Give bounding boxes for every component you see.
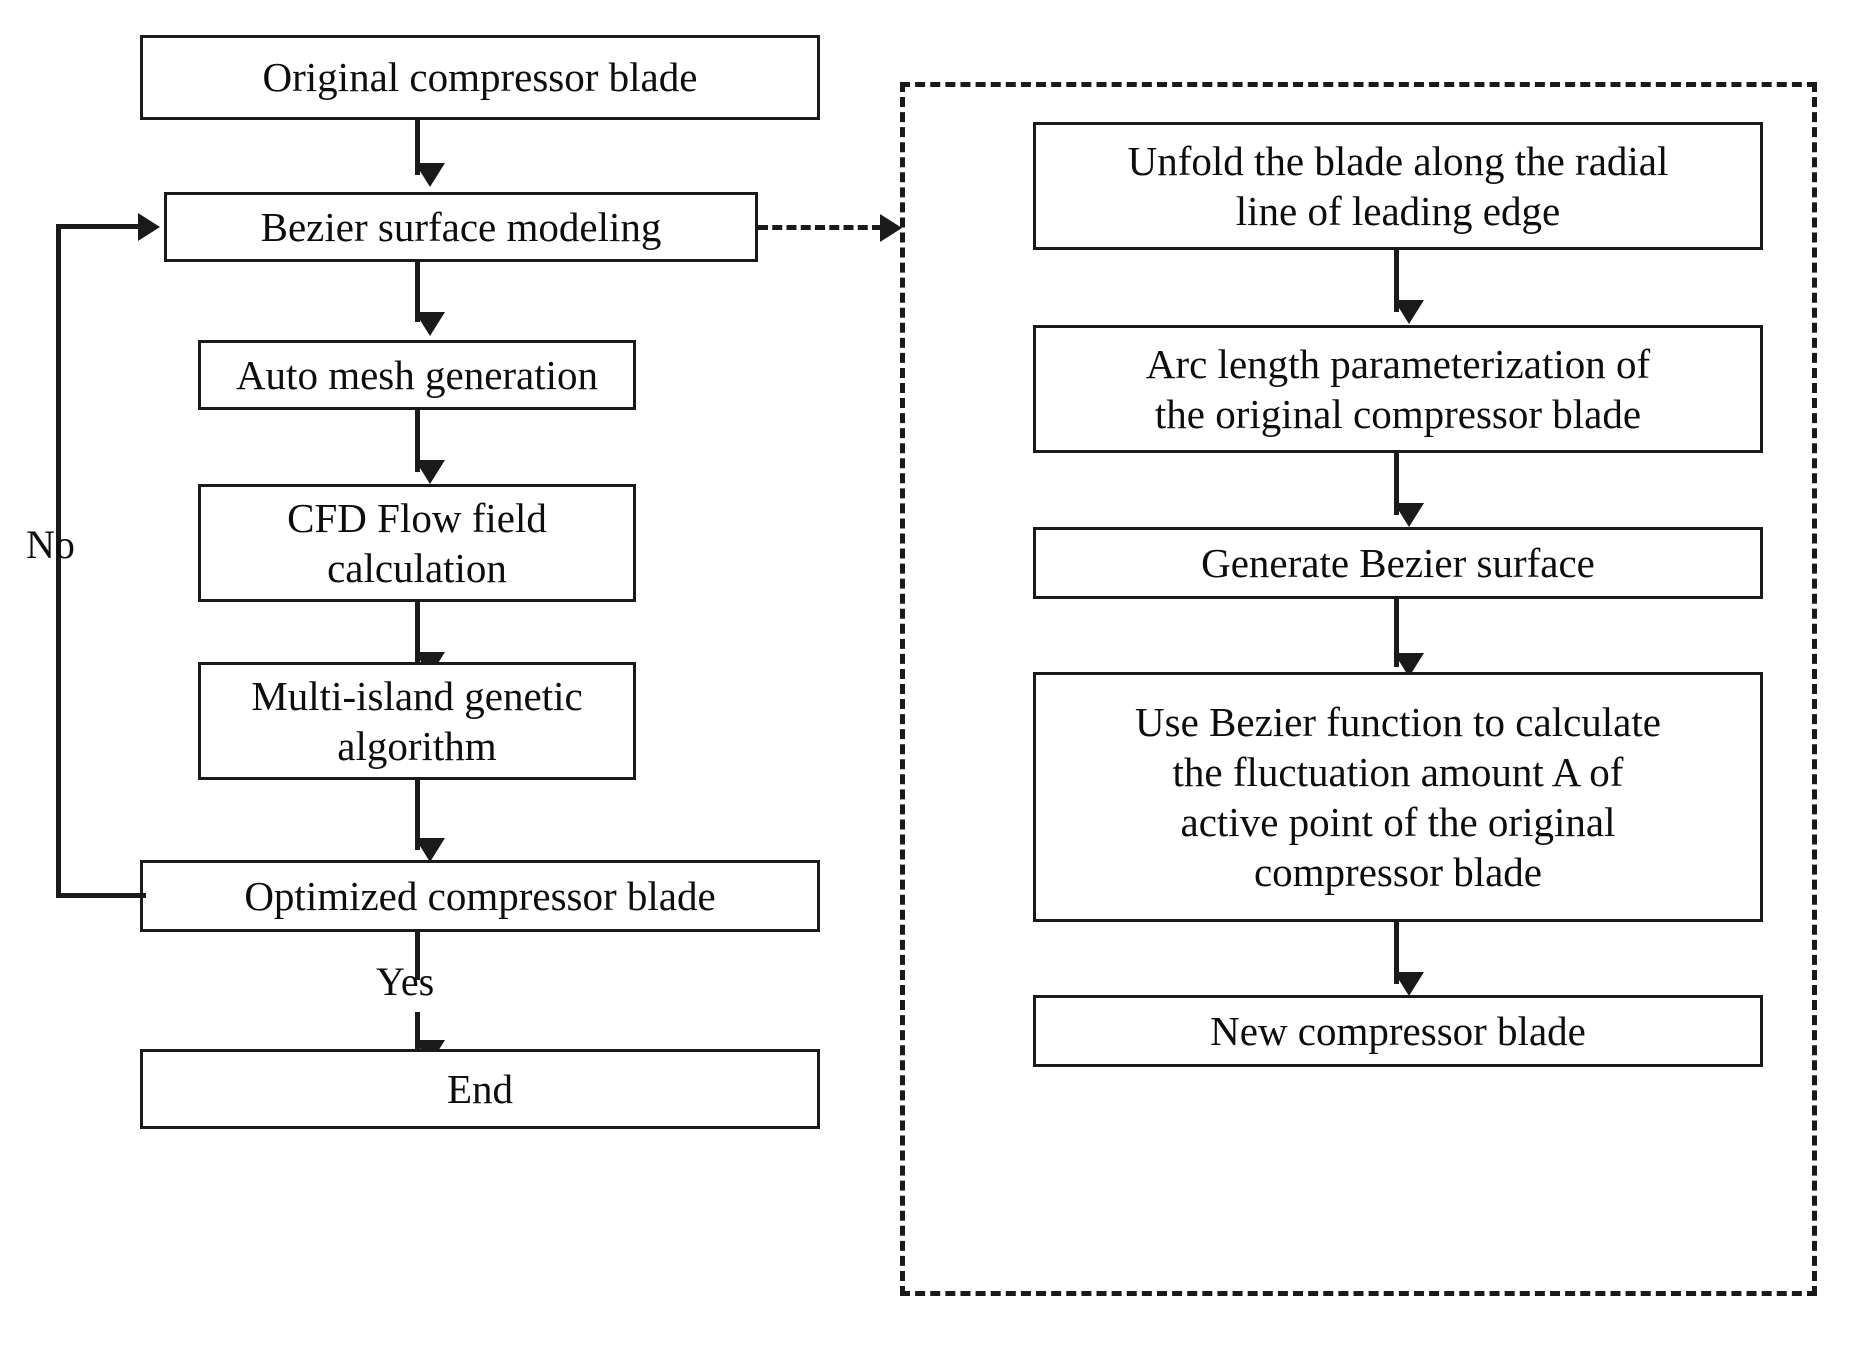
feedback-no-horizontal-top [56, 224, 144, 229]
connector-yes-to-end [415, 1012, 420, 1052]
node-end: End [140, 1049, 820, 1129]
connector-original-to-bezier [415, 120, 420, 175]
connector-usebezier-to-newblade [1394, 922, 1399, 984]
edge-label-yes: Yes [376, 959, 435, 1004]
arrowhead-dashed-connector [880, 214, 902, 242]
connector-generate-to-usebezier [1394, 599, 1399, 667]
node-bezier-surface-modeling: Bezier surface modeling [164, 192, 758, 262]
connector-unfold-to-arclength [1394, 250, 1399, 312]
node-new-compressor-blade: New compressor blade [1033, 995, 1763, 1067]
connector-arclength-to-generate [1394, 453, 1399, 515]
arrowhead-genetic-to-optimized [415, 838, 445, 862]
bezier-surface-modeling-subprocess-group [900, 82, 1817, 1296]
node-generate-bezier-surface: Generate Bezier surface [1033, 527, 1763, 599]
feedback-no-horizontal-bottom [56, 893, 146, 898]
feedback-no-vertical [56, 224, 61, 897]
node-use-bezier-function: Use Bezier function to calculate the flu… [1033, 672, 1763, 922]
connector-cfd-to-genetic [415, 602, 420, 664]
node-original-compressor-blade: Original compressor blade [140, 35, 820, 120]
edge-label-no: No [26, 522, 75, 567]
connector-genetic-to-optimized [415, 780, 420, 850]
arrowhead-usebezier-to-newblade [1394, 972, 1424, 996]
arrowhead-bezier-to-mesh [415, 312, 445, 336]
connector-bezier-to-mesh [415, 262, 420, 322]
node-arc-length-parameterization: Arc length parameterization of the origi… [1033, 325, 1763, 453]
node-optimized-compressor-blade: Optimized compressor blade [140, 860, 820, 932]
arrowhead-unfold-to-arclength [1394, 300, 1424, 324]
node-multi-island-genetic-algorithm: Multi-island genetic algorithm [198, 662, 636, 780]
arrowhead-mesh-to-cfd [415, 460, 445, 484]
connector-optimized-to-end [415, 932, 420, 980]
connector-mesh-to-cfd [415, 410, 420, 472]
node-cfd-flow-field-calculation: CFD Flow field calculation [198, 484, 636, 602]
arrowhead-arclength-to-generate [1394, 503, 1424, 527]
arrowhead-feedback-no [138, 213, 160, 241]
node-unfold-blade: Unfold the blade along the radial line o… [1033, 122, 1763, 250]
node-auto-mesh-generation: Auto mesh generation [198, 340, 636, 410]
dashed-connector-bezier-to-panel [758, 225, 882, 230]
arrowhead-original-to-bezier [415, 163, 445, 187]
